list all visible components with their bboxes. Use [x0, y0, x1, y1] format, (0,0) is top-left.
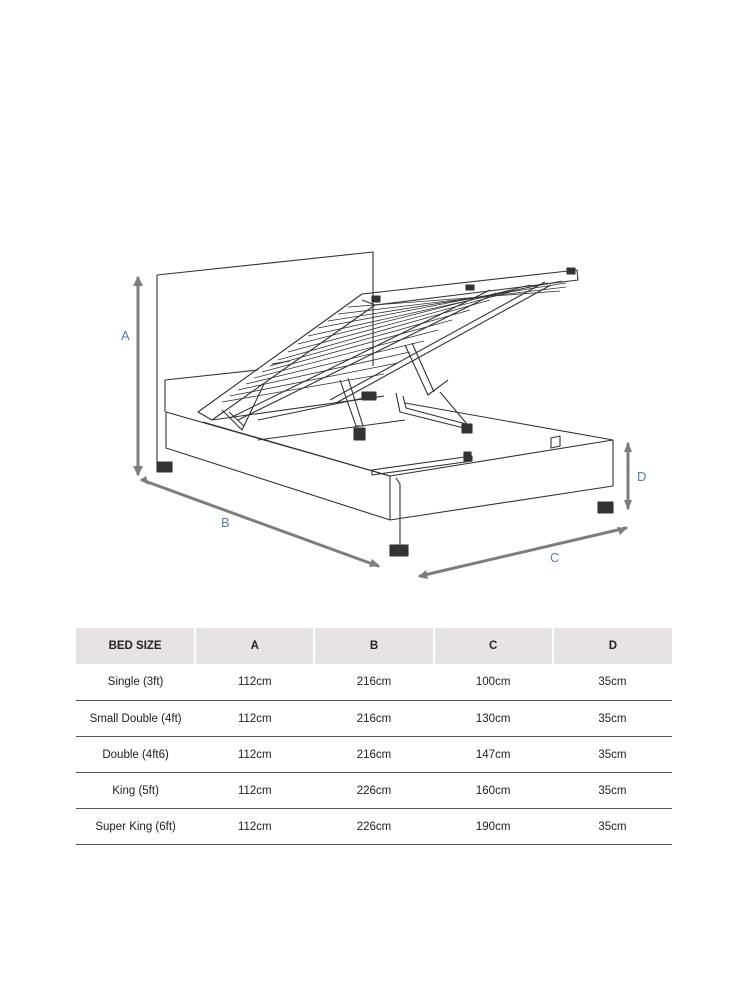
dimension-d-cell: 35cm	[552, 700, 672, 737]
dimension-a-cell: 112cm	[195, 736, 315, 773]
dimension-d-cell: 35cm	[552, 736, 672, 773]
table-row: King (5ft) 112cm 226cm 160cm 35cm	[76, 772, 672, 809]
dimension-a-cell: 112cm	[195, 772, 315, 809]
dimension-label-b: B	[221, 515, 230, 530]
dimension-line-b	[140, 478, 380, 568]
bed-base	[165, 402, 614, 557]
dimension-line-c	[418, 526, 628, 578]
dimension-label-c: C	[550, 550, 559, 565]
bed-size-cell: King (5ft)	[76, 772, 196, 809]
ottoman-bed-diagram: A B C D	[121, 251, 646, 579]
table-row: Small Double (4ft) 112cm 216cm 130cm 35c…	[76, 700, 672, 737]
dimension-c-cell: 160cm	[433, 772, 553, 809]
dimension-b-cell: 216cm	[314, 664, 434, 701]
column-header: C	[432, 628, 553, 664]
column-header: BED SIZE	[76, 628, 196, 664]
dimension-b-cell: 216cm	[314, 700, 434, 737]
column-header: A	[194, 628, 315, 664]
dimension-c-cell: 100cm	[433, 664, 553, 701]
bed-size-table: BED SIZE A B C D Single (3ft) 112cm 216c…	[76, 628, 672, 845]
dimension-d-cell: 35cm	[552, 772, 672, 809]
dimension-a-cell: 112cm	[195, 700, 315, 737]
gas-lift-pistons	[221, 342, 473, 434]
dimension-label-d: D	[637, 469, 646, 484]
dimension-b-cell: 226cm	[314, 808, 434, 845]
dimension-c-cell: 147cm	[433, 736, 553, 773]
dimension-d-cell: 35cm	[552, 808, 672, 845]
table-row: Single (3ft) 112cm 216cm 100cm 35cm	[76, 664, 672, 701]
column-header: B	[313, 628, 434, 664]
bed-size-cell: Single (3ft)	[76, 664, 196, 701]
dimension-a-cell: 112cm	[195, 808, 315, 845]
slat-rail	[371, 435, 561, 476]
bed-size-cell: Super King (6ft)	[76, 808, 196, 845]
dimension-a-cell: 112cm	[195, 664, 315, 701]
lifted-slat-frame	[197, 267, 579, 421]
dimension-c-cell: 130cm	[433, 700, 553, 737]
dimension-b-cell: 216cm	[314, 736, 434, 773]
bed-size-cell: Small Double (4ft)	[76, 700, 196, 737]
table-row: Double (4ft6) 112cm 216cm 147cm 35cm	[76, 736, 672, 773]
dimension-d-cell: 35cm	[552, 664, 672, 701]
column-header: D	[551, 628, 672, 664]
headboard	[156, 251, 374, 473]
bed-size-cell: Double (4ft6)	[76, 736, 196, 773]
dimension-b-cell: 226cm	[314, 772, 434, 809]
table-header-row: BED SIZE A B C D	[76, 628, 672, 664]
table-row: Super King (6ft) 112cm 226cm 190cm 35cm	[76, 808, 672, 845]
dimension-label-a: A	[121, 328, 130, 343]
dimension-c-cell: 190cm	[433, 808, 553, 845]
